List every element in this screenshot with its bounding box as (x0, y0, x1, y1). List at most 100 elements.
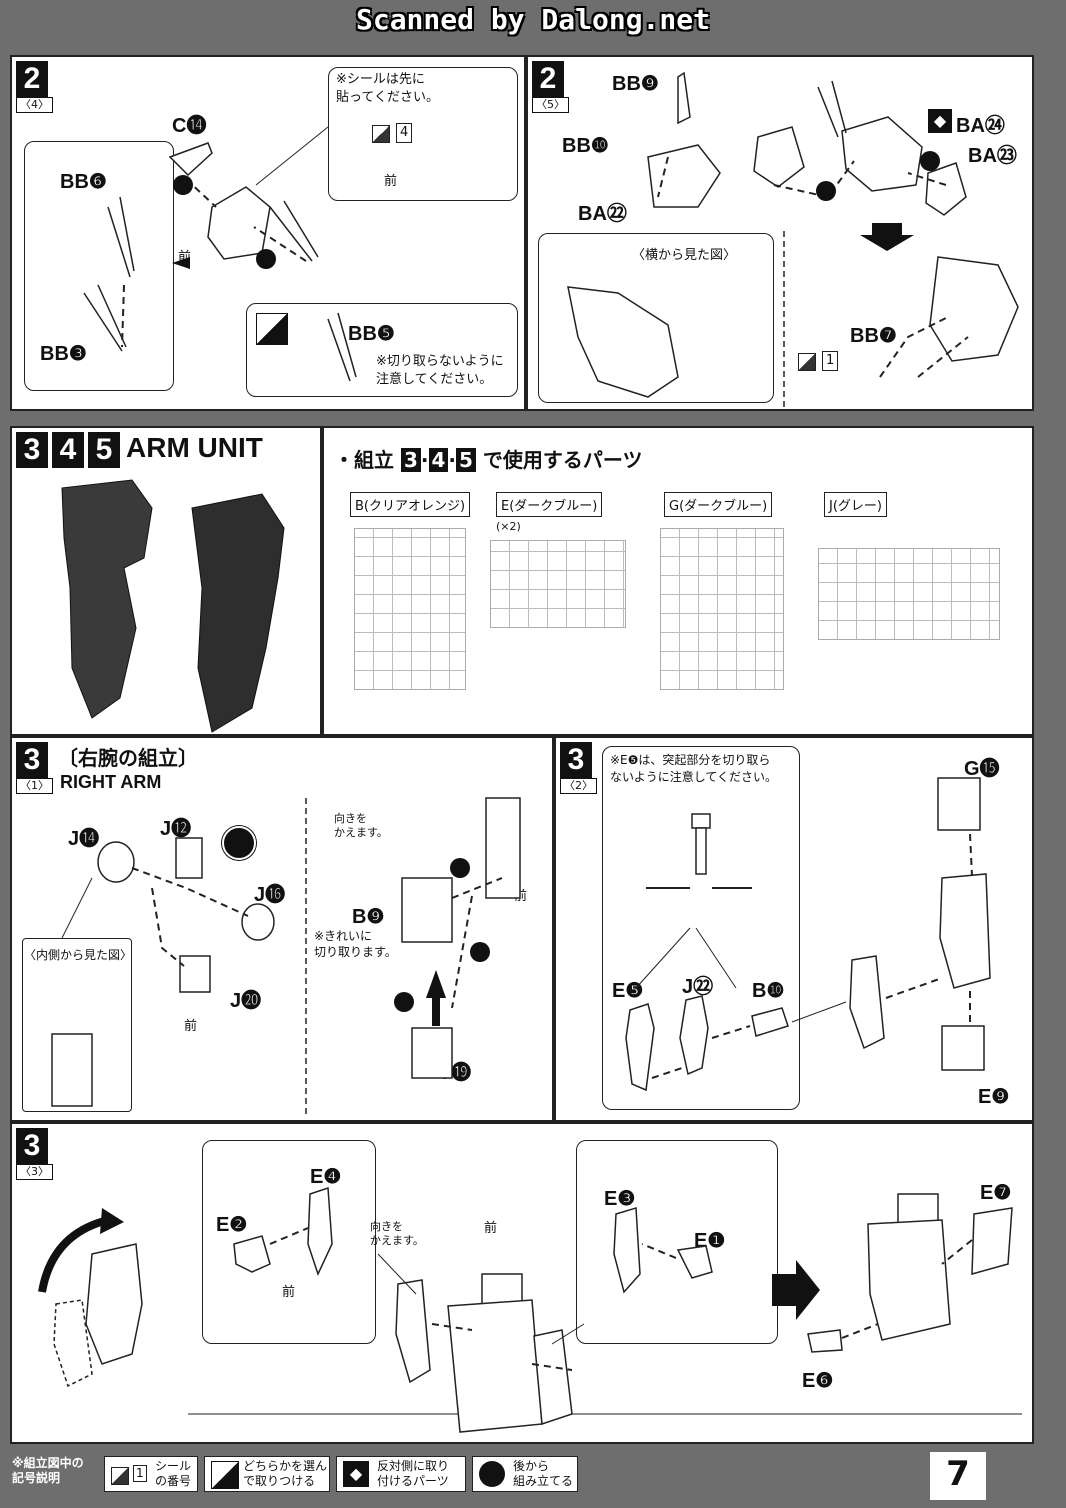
part-label-j14: J⓮ (68, 828, 100, 850)
sticker-note-box (328, 67, 518, 201)
step-number: 5 (88, 432, 120, 468)
front-label: 前 (282, 1285, 296, 1300)
part-label-bb6: BB❻ (60, 171, 107, 193)
legend-title: ※組立図中の 記号説明 (12, 1456, 84, 1485)
part-label-b9: B❾ (352, 906, 385, 928)
runner-label-e: E(ダークブルー) (496, 492, 603, 517)
legend-text: 反対側に取り 付けるパーツ (377, 1459, 450, 1488)
step-title: 〔右腕の組立〕 (58, 746, 198, 770)
assemble-later-icon (222, 826, 256, 860)
part-label-g15: G⓯ (964, 758, 1000, 780)
runner-b-image (354, 528, 466, 690)
side-view-label: 〈横から見た図〉 (632, 248, 737, 263)
scan-banner: Scanned by Dalong.net (355, 3, 710, 36)
detail-box-right (576, 1140, 778, 1344)
assembly-illustration (567, 71, 1019, 407)
substep-label: 〈3〉 (16, 1164, 53, 1180)
part-label-bb9: BB❾ (612, 73, 659, 95)
step-2-4-panel: 2 〈4〉 ※シールは先に 貼ってください。 4 前 ※切り取らないように 注意… (10, 55, 526, 411)
step-number: 3 (16, 432, 48, 468)
assembly-illustration (625, 777, 991, 1092)
substep-label: 〈5〉 (532, 97, 569, 113)
parts-heading-prefix: ・組立 (334, 448, 394, 472)
runner-label-j: J(グレー) (824, 492, 887, 517)
opposite-side-icon: ◆ (928, 109, 952, 133)
assembly-illustration (51, 797, 521, 1118)
sticker-icon (372, 123, 390, 143)
sticker-number: 1 (822, 351, 839, 371)
part-label-bb5: BB❺ (348, 323, 395, 345)
part-label-bb3: BB❸ (40, 343, 87, 365)
legend-text: シール の番号 (155, 1459, 192, 1488)
parts-heading: ・組立 3·4·5 で使用するパーツ (334, 448, 643, 472)
sticker-number: 4 (396, 123, 413, 143)
turn-note: 向きを かえます。 (334, 812, 388, 839)
sticker-note: ※シールは先に 貼ってください。 (336, 72, 439, 105)
e5-caution-note: ※E❺は、突起部分を切り取ら ないように注意してください。 (610, 753, 778, 784)
runner-label-b: B(クリアオレンジ) (350, 492, 471, 517)
runner-label-g: G(ダークブルー) (664, 492, 773, 517)
page-number: 7 (930, 1452, 986, 1500)
option-box (246, 303, 518, 397)
part-label-e4: E❹ (310, 1166, 342, 1188)
choose-icon (211, 1461, 239, 1489)
front-label: 前 (484, 1221, 498, 1236)
runner-e-image (490, 540, 626, 628)
legend-item-choose: どちらかを選ん で取りつける (204, 1456, 330, 1492)
front-label: 前 (184, 1019, 198, 1034)
parts-heading-num: 3 (400, 448, 421, 472)
runner-j-image (818, 548, 1000, 640)
parts-heading-suffix: で使用するパーツ (482, 448, 643, 472)
opposite-side-icon: ◆ (343, 1461, 369, 1487)
arm-unit-title: ARM UNIT (126, 432, 263, 463)
legend-text: 後から 組み立てる (513, 1459, 574, 1488)
step-3-2-panel: 3 〈2〉 ※E❺は、突起部分を切り取ら ないように注意してください。 G⓯ E… (554, 736, 1034, 1122)
part-label-e6: E❻ (802, 1370, 834, 1392)
part-label-e3: E❸ (604, 1188, 636, 1210)
cut-note: ※切り取らないように 注意してください。 (376, 354, 504, 387)
substep-label: 〈4〉 (16, 97, 53, 113)
runner-g-image (660, 528, 784, 690)
step-2-5-panel: 2 〈5〉 BB❾ BB❿ BA㉒ BB❼ ◆ BA㉔ BA㉓ 〈横から見た図〉… (526, 55, 1034, 411)
part-label-ba22: BA㉒ (578, 203, 627, 225)
step-number: 2 (532, 61, 564, 97)
detail-box-left (24, 141, 174, 391)
parts-heading-num: 4 (428, 448, 449, 472)
assembly-illustration (38, 1186, 1022, 1433)
front-label: 前 (384, 174, 398, 189)
sticker-icon (798, 351, 816, 371)
part-label-e5: E❺ (612, 980, 644, 1002)
part-label-e2: E❷ (216, 1214, 248, 1236)
step-3-1-panel: 3 〈1〉 〔右腕の組立〕 RIGHT ARM J⓮ J⓬ J⓰ J⓴ B❾ J… (10, 736, 554, 1122)
part-label-j20: J⓴ (230, 990, 262, 1012)
clean-cut-note: ※きれいに 切り取ります。 (314, 929, 397, 959)
assembly-illustration (83, 126, 357, 382)
assemble-later-icon (479, 1461, 505, 1487)
substep-label: 〈1〉 (16, 778, 53, 794)
sticker-icon (111, 1465, 129, 1485)
part-label-c14: C⓮ (172, 115, 207, 137)
parts-used-panel: ・組立 3·4·5 で使用するパーツ B(クリアオレンジ) E(ダークブルー) … (322, 426, 1034, 736)
legend-bar: ※組立図中の 記号説明 1 シール の番号 どちらかを選ん で取りつける ◆ 反… (0, 1452, 1066, 1508)
part-label-bb10: BB❿ (562, 135, 609, 157)
turn-note: 向きを かえます。 (370, 1220, 424, 1247)
step-number: 3 (16, 742, 48, 778)
step-number: 4 (52, 432, 84, 468)
part-label-ba23: BA㉓ (968, 145, 1017, 167)
arm-unit-panel: 3 4 5 ARM UNIT (10, 426, 322, 736)
part-label-b10: B❿ (752, 980, 785, 1002)
step-subtitle: RIGHT ARM (60, 772, 162, 792)
legend-text: どちらかを選ん で取りつける (243, 1459, 328, 1488)
part-label-bb7: BB❼ (850, 325, 897, 347)
part-label-e9: E❾ (978, 1086, 1010, 1108)
parts-heading-num: 5 (456, 448, 476, 472)
step-number: 3 (16, 1128, 48, 1164)
arm-unit-render (61, 479, 285, 733)
runner-qty-e: (×2) (496, 520, 521, 533)
part-label-j16: J⓰ (254, 884, 286, 906)
legend-item-sticker: 1 シール の番号 (104, 1456, 198, 1492)
legend-item-later: 後から 組み立てる (472, 1456, 578, 1492)
part-label-ba24: BA㉔ (956, 115, 1005, 137)
sticker-number: 1 (133, 1465, 147, 1482)
part-label-j12: J⓬ (160, 818, 192, 840)
